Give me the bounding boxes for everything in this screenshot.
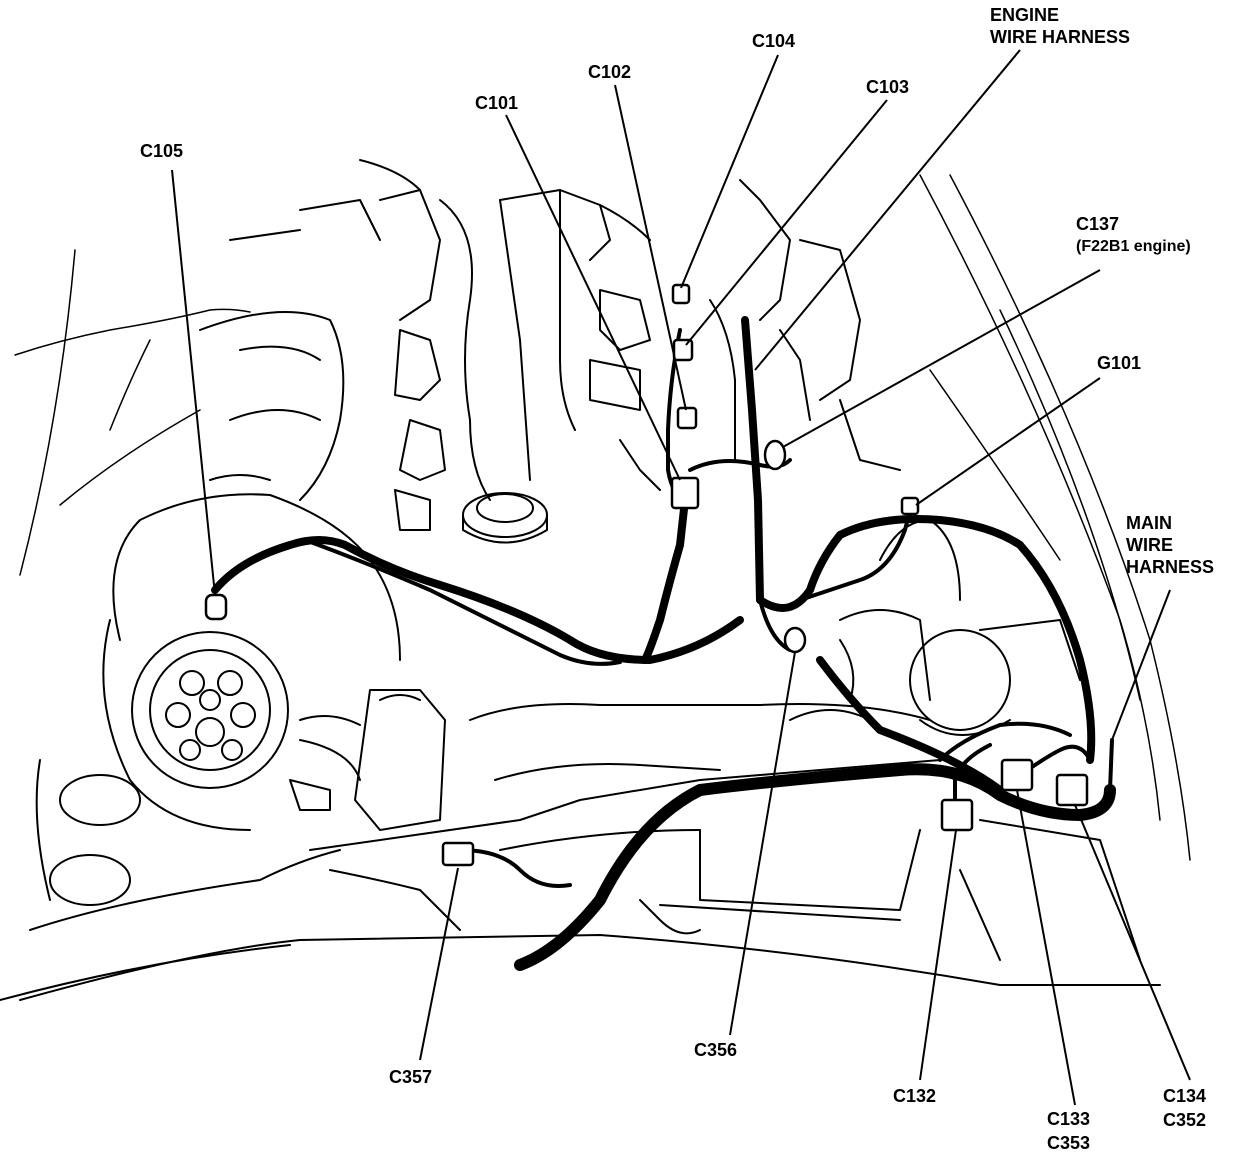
label-c103: C103 bbox=[866, 77, 910, 97]
label-c102: C102 bbox=[588, 62, 632, 82]
label-main-wire-harness: MAIN WIRE HARNESS bbox=[1126, 513, 1215, 577]
connector-c101 bbox=[670, 476, 700, 510]
connectors bbox=[204, 283, 1089, 867]
connector-c357 bbox=[441, 841, 475, 867]
wire-harness-bundles bbox=[211, 316, 1116, 971]
leader-c356 bbox=[729, 651, 796, 1036]
leader-g101 bbox=[915, 377, 1101, 506]
leader-c137 bbox=[782, 269, 1101, 448]
label-c133: C133 bbox=[1047, 1109, 1091, 1129]
connector-c134 bbox=[1055, 773, 1089, 807]
ground-g101 bbox=[900, 496, 920, 516]
label-c105: C105 bbox=[140, 141, 184, 161]
connector-c356 bbox=[783, 626, 807, 654]
label-c101: C101 bbox=[475, 93, 519, 113]
label-c137-note: (F22B1 engine) bbox=[1076, 238, 1191, 255]
leader-engine-wire-harness bbox=[754, 49, 1021, 371]
leader-c102 bbox=[614, 84, 687, 411]
leader-main-wire-harness bbox=[1111, 589, 1171, 741]
connector-c132 bbox=[940, 798, 974, 832]
connector-c133 bbox=[1000, 758, 1034, 792]
leader-c105 bbox=[171, 169, 216, 596]
label-c134: C134 bbox=[1163, 1086, 1207, 1106]
label-c356: C356 bbox=[694, 1040, 738, 1060]
leader-c134 bbox=[1074, 804, 1191, 1081]
leader-c101 bbox=[505, 114, 681, 481]
leader-c103 bbox=[685, 99, 888, 346]
leader-c104 bbox=[680, 54, 779, 289]
label-engine-wire-harness: ENGINE WIRE HARNESS bbox=[990, 5, 1131, 47]
leader-c357 bbox=[419, 867, 459, 1061]
label-c137: C137 bbox=[1076, 214, 1120, 234]
connector-c103 bbox=[672, 338, 694, 362]
leader-c132 bbox=[919, 829, 957, 1081]
label-c352: C352 bbox=[1163, 1110, 1207, 1130]
connector-c137 bbox=[763, 439, 787, 471]
connector-c105 bbox=[204, 593, 228, 621]
label-g101: G101 bbox=[1097, 353, 1142, 373]
connector-c102 bbox=[676, 406, 698, 430]
label-c353: C353 bbox=[1047, 1133, 1091, 1153]
engine-line-art bbox=[0, 159, 1191, 1001]
label-c132: C132 bbox=[893, 1086, 937, 1106]
leader-c133 bbox=[1016, 789, 1076, 1106]
label-c357: C357 bbox=[389, 1067, 433, 1087]
label-c104: C104 bbox=[752, 31, 796, 51]
leader-lines bbox=[171, 49, 1191, 1106]
connector-c104 bbox=[671, 283, 691, 305]
